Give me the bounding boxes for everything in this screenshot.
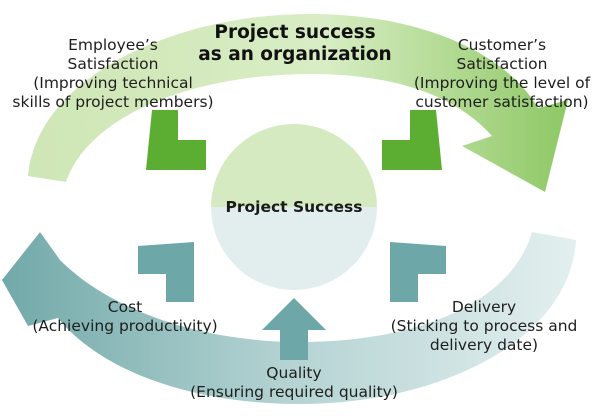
delivery-line-2: (Sticking to process and	[390, 317, 578, 335]
quality-inward-arrow	[262, 298, 326, 360]
customer-line-1: Customer’s	[457, 36, 547, 54]
customer-inward-arrow	[382, 110, 442, 170]
employee-line-3: (Improving technical	[33, 74, 193, 92]
title-line-1: Project success	[214, 22, 376, 43]
cost-line-1: Cost	[107, 298, 143, 316]
diagram-title: Project success as an organization	[190, 22, 400, 66]
employee-line-2: Satisfaction	[67, 55, 159, 73]
cost-label: Cost (Achieving productivity)	[20, 298, 230, 336]
bottom-cycle-arrow	[2, 232, 576, 404]
employee-inward-arrow	[146, 110, 206, 170]
employee-satisfaction-label: Employee’s Satisfaction (Improving techn…	[8, 36, 218, 112]
quality-label: Quality (Ensuring required quality)	[170, 364, 418, 402]
cost-inward-arrow	[138, 242, 194, 302]
center-label: Project Success	[225, 198, 363, 216]
customer-line-2: Satisfaction	[456, 55, 548, 73]
top-cycle-arrow	[28, 14, 568, 192]
customer-line-3: (Improving the level of	[413, 74, 591, 92]
delivery-line-3: delivery date)	[429, 336, 539, 354]
customer-line-4: customer satisfaction)	[415, 93, 589, 111]
delivery-label: Delivery (Sticking to process and delive…	[378, 298, 590, 355]
customer-satisfaction-label: Customer’s Satisfaction (Improving the l…	[404, 36, 600, 112]
title-line-2: as an organization	[198, 44, 392, 65]
employee-line-1: Employee’s	[68, 36, 158, 54]
cost-line-2: (Achieving productivity)	[32, 317, 218, 335]
delivery-inward-arrow	[390, 242, 446, 302]
quality-line-1: Quality	[266, 364, 322, 382]
project-success-circle	[210, 123, 378, 291]
employee-line-4: skills of project members)	[12, 93, 214, 111]
quality-line-2: (Ensuring required quality)	[190, 383, 398, 401]
delivery-line-1: Delivery	[451, 298, 517, 316]
